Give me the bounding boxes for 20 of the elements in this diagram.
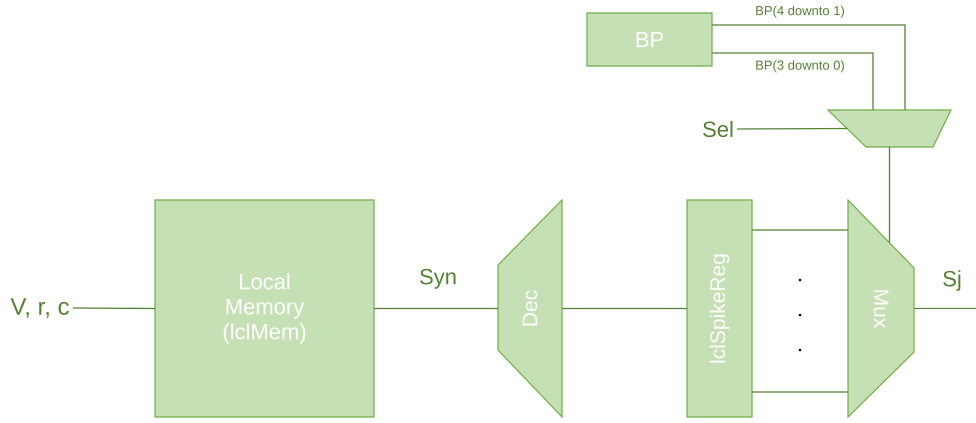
- signal-label: Sj: [943, 270, 960, 291]
- register-block: BP: [586, 12, 713, 67]
- signal-line: [712, 24, 906, 110]
- signal-line: [752, 391, 848, 393]
- signal-line: [72, 307, 155, 310]
- signal-line: [737, 128, 848, 130]
- signal-label: Syn: [420, 268, 456, 289]
- signal-line: [914, 308, 976, 310]
- signal-label: Sel: [703, 120, 732, 138]
- signal-line: [888, 147, 890, 243]
- decoder-block: Dec: [497, 198, 563, 418]
- signal-label: V, r, c: [10, 298, 69, 318]
- signal-line: [562, 308, 687, 310]
- signal-label: BP(3 downto 0): [756, 60, 844, 72]
- signal-line: [712, 52, 874, 110]
- signal-label: BP(4 downto 1): [756, 6, 844, 18]
- memory-block: Local Memory (lclMem): [154, 199, 375, 418]
- signal-line: [752, 229, 848, 231]
- signal-line: [374, 308, 498, 310]
- register-block: lclSpikeReg: [686, 199, 753, 418]
